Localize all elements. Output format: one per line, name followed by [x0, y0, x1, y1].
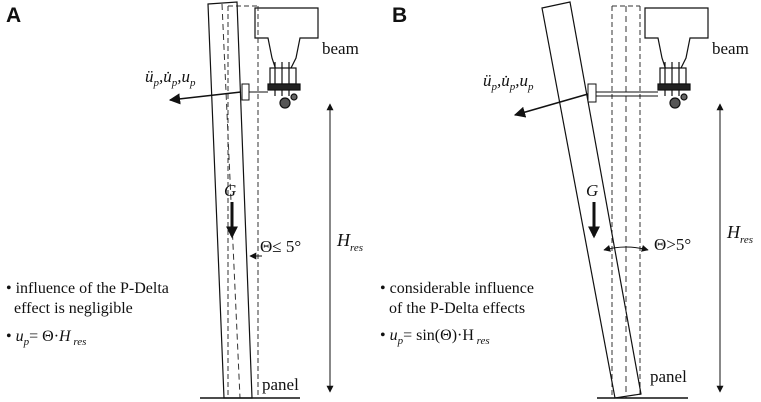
gravity-b-symbol: G	[586, 181, 598, 200]
panel-a-centerline	[221, 3, 241, 399]
angle-b-arc	[603, 244, 649, 252]
connector-b	[587, 83, 597, 103]
height-a-label: Hres	[336, 230, 363, 254]
beam-b-label: beam	[712, 39, 749, 58]
bullet-a-1-cont: effect is negligible	[14, 300, 133, 317]
height-b-label: Hres	[726, 222, 753, 246]
panel-b-label: panel	[650, 367, 687, 386]
motion-arrow-a	[168, 91, 242, 105]
motion-label-b: üp,u̇p,up	[483, 71, 534, 93]
formula-a: • up= Θ·H res	[6, 328, 86, 348]
panel-b-original-outline	[611, 5, 641, 398]
panel-b-tilted	[541, 1, 642, 399]
panel-a: A beam üp,u̇p,up	[6, 1, 363, 399]
bullet-b-1: • considerable influence	[380, 280, 534, 297]
panel-a-letter: A	[6, 4, 21, 27]
motion-arrow-b	[513, 93, 589, 118]
beam-a-label: beam	[322, 39, 359, 58]
beam-a	[254, 7, 319, 109]
angle-a-text: Θ≤ 5°	[260, 237, 301, 256]
bullet-a-1: • influence of the P-Delta	[6, 280, 169, 297]
panel-a-original-outline	[227, 5, 259, 398]
formula-b: • up= sin(Θ)·H res	[380, 327, 490, 347]
panel-b: B beam üp,u̇p,up	[380, 1, 753, 399]
connector-a	[241, 83, 250, 101]
motion-label-a: üp,u̇p,up	[145, 67, 196, 89]
panel-b-letter: B	[392, 4, 407, 27]
beam-b	[644, 7, 709, 109]
panel-a-tilted	[207, 1, 253, 399]
gravity-a-symbol: G	[224, 181, 236, 200]
panel-a-label: panel	[262, 375, 299, 394]
bullet-b-1-cont: of the P-Delta effects	[389, 300, 525, 317]
angle-b-text: Θ>5°	[654, 235, 691, 254]
